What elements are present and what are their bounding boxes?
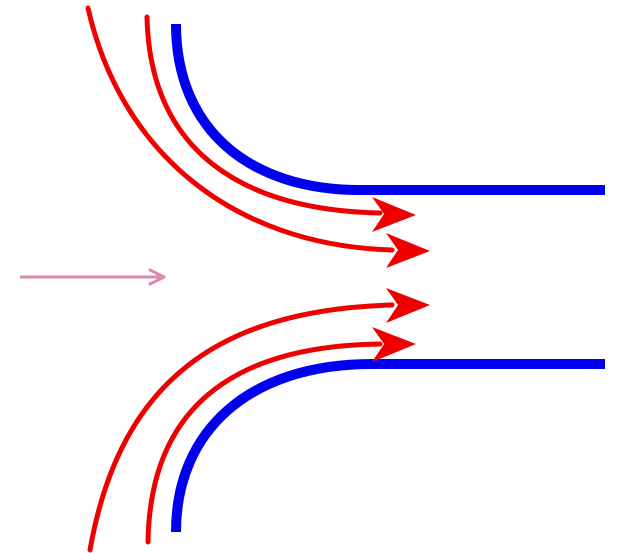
lower-inner-streamline-arrow: [87, 288, 430, 553]
lower-wall: [171, 359, 605, 533]
upper-inner-streamline-arrow: [85, 5, 430, 268]
incoming-flow-arrow: [20, 268, 166, 286]
lower-outer-streamline-arrow: [145, 327, 416, 545]
upper-wall: [171, 23, 605, 195]
upper-outer-streamline-arrow: [144, 14, 416, 232]
